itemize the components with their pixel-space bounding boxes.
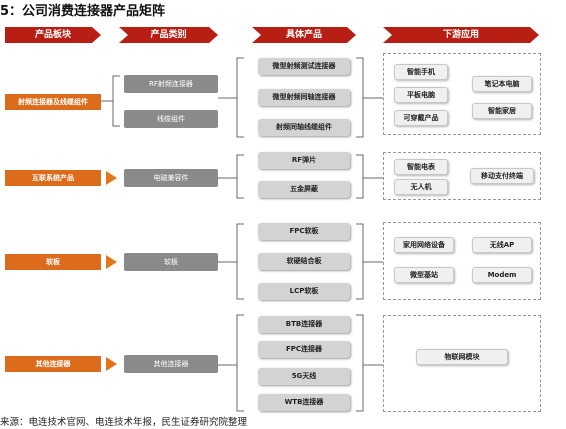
group-rf-connector: RF射频连接器 bbox=[124, 75, 218, 93]
header-product-segment: 产品板块 bbox=[5, 27, 101, 43]
app-laptop: 笔记本电脑 bbox=[472, 76, 532, 92]
applications-box-3: 家用网络设备 无线AP 微型基站 Modem bbox=[383, 222, 541, 300]
header-downstream-applications: 下游应用 bbox=[383, 27, 539, 43]
category-interconnect-systems: 互联系统产品 bbox=[5, 170, 101, 186]
app-wireless-ap: 无线AP bbox=[472, 237, 532, 253]
category-other-connectors: 其他连接器 bbox=[5, 356, 101, 372]
product-btb-connector: BTB连接器 bbox=[258, 316, 350, 333]
product-rf-test-connector: 微型射频测试连接器 bbox=[258, 58, 350, 75]
app-smartphone: 智能手机 bbox=[394, 64, 448, 80]
group-flex-board: 软板 bbox=[124, 253, 218, 271]
group-emc-parts: 电磁兼容件 bbox=[124, 169, 218, 187]
arrow-right-icon bbox=[106, 171, 117, 185]
source-note: 来源：电连技术官网、电连技术年报，民生证券研究院整理 bbox=[0, 417, 248, 428]
product-fpc-connector: FPC连接器 bbox=[258, 341, 350, 358]
figure-title: 5：公司消费连接器产品矩阵 bbox=[0, 4, 166, 19]
header-product-category: 产品类别 bbox=[119, 27, 218, 43]
app-drone: 无人机 bbox=[394, 179, 448, 195]
app-smart-meter: 智能电表 bbox=[394, 159, 448, 175]
product-rf-coaxial-cable: 射频同轴线缆组件 bbox=[258, 119, 350, 136]
app-payment-terminal: 移动支付终端 bbox=[470, 168, 534, 184]
app-wearables: 可穿戴产品 bbox=[394, 110, 448, 126]
app-smart-home: 智能家居 bbox=[472, 103, 532, 119]
app-iot-module: 物联网模块 bbox=[416, 349, 508, 365]
product-5g-antenna: 5G天线 bbox=[258, 368, 350, 385]
product-fpc-board: FPC软板 bbox=[258, 223, 350, 240]
product-lcp-board: LCP软板 bbox=[258, 283, 350, 300]
app-micro-base-station: 微型基站 bbox=[394, 267, 454, 283]
header-specific-products: 具体产品 bbox=[252, 27, 356, 43]
product-wtb-connector: WTB连接器 bbox=[258, 394, 350, 411]
category-rf-connectors: 射频连接器及线缆组件 bbox=[5, 94, 101, 110]
applications-box-2: 智能电表 移动支付终端 无人机 bbox=[383, 152, 541, 200]
applications-box-1: 智能手机 笔记本电脑 平板电脑 智能家居 可穿戴产品 bbox=[383, 53, 541, 135]
app-tablet: 平板电脑 bbox=[394, 87, 448, 103]
product-metal-shield: 五金屏蔽 bbox=[258, 181, 350, 198]
arrow-right-icon bbox=[106, 255, 117, 269]
product-rigid-flex-board: 软硬结合板 bbox=[258, 253, 350, 270]
category-flex-board: 软板 bbox=[5, 254, 101, 270]
applications-box-4: 物联网模块 bbox=[383, 315, 541, 412]
group-other-connectors: 其他连接器 bbox=[124, 355, 218, 373]
group-cable-assembly: 线缆组件 bbox=[124, 110, 218, 128]
app-home-network: 家用网络设备 bbox=[394, 237, 454, 253]
product-rf-coaxial-connector: 微型射频同轴连接器 bbox=[258, 89, 350, 106]
product-rf-spring: RF弹片 bbox=[258, 152, 350, 169]
app-modem: Modem bbox=[472, 267, 532, 283]
arrow-right-icon bbox=[106, 357, 117, 371]
